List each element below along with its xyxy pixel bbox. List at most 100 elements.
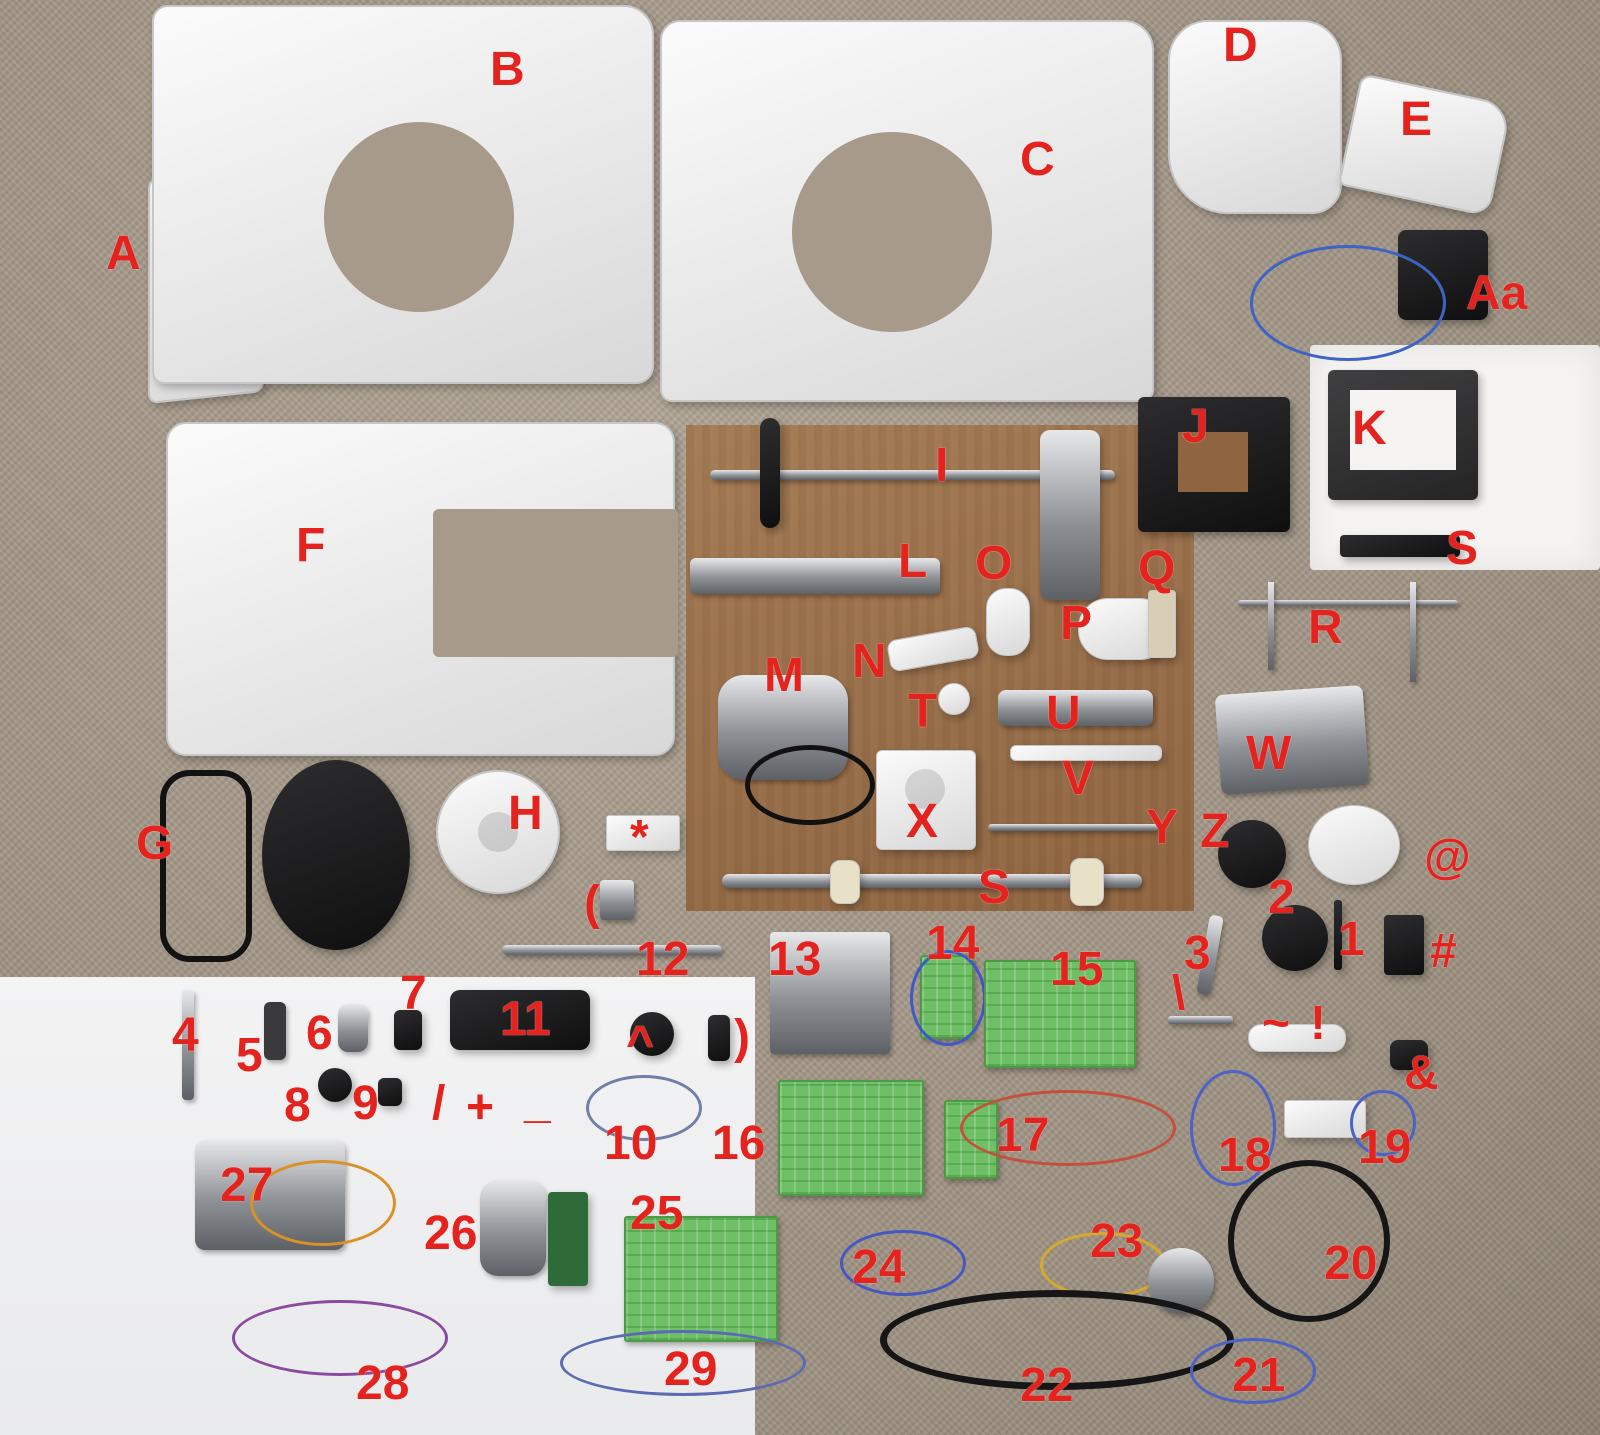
part-h-handwheel bbox=[436, 770, 560, 894]
label-k: K bbox=[1352, 402, 1387, 455]
label-15: 15 bbox=[1050, 943, 1104, 996]
part-17-wires bbox=[960, 1090, 1176, 1166]
part-paren-clip bbox=[600, 880, 634, 920]
part-aa-wires bbox=[1250, 245, 1446, 361]
part-k-bracket bbox=[1328, 370, 1478, 500]
part-w-assembly bbox=[1214, 684, 1370, 796]
part-19-wires bbox=[1350, 1090, 1416, 1156]
label-22: 22 bbox=[1020, 1359, 1074, 1412]
label-g: G bbox=[136, 817, 174, 870]
label-5: 5 bbox=[236, 1029, 263, 1082]
label-s-shaft: S bbox=[978, 861, 1011, 914]
label-y: Y bbox=[1146, 801, 1179, 854]
label-4: 4 bbox=[172, 1009, 199, 1062]
label-11: 11 bbox=[500, 993, 551, 1046]
part-hash-block bbox=[1384, 915, 1424, 975]
label-a: A bbox=[106, 227, 141, 280]
label-p: P bbox=[1060, 597, 1093, 650]
label-e: E bbox=[1400, 93, 1433, 146]
label-s-top: S bbox=[1446, 522, 1479, 575]
part-9-screw bbox=[378, 1078, 402, 1106]
label-at: @ bbox=[1424, 831, 1471, 884]
label-w: W bbox=[1246, 727, 1292, 780]
part-15-board bbox=[984, 960, 1136, 1068]
label-aa: Aa bbox=[1466, 267, 1528, 320]
part-z-knob bbox=[1218, 820, 1286, 888]
part-l-bar bbox=[690, 558, 940, 594]
label-hash: # bbox=[1430, 925, 1457, 978]
part-q-lever bbox=[1148, 590, 1176, 658]
label-i: I bbox=[935, 439, 949, 492]
label-24: 24 bbox=[852, 1241, 906, 1294]
part-16-board bbox=[778, 1080, 924, 1196]
part-18-wires bbox=[1190, 1070, 1276, 1186]
part-backslash-bar bbox=[1168, 1016, 1233, 1024]
label-26: 26 bbox=[424, 1207, 478, 1260]
label-10: 10 bbox=[604, 1117, 658, 1170]
part-i-upper-shaft bbox=[710, 470, 1115, 480]
part-i-gear bbox=[760, 418, 780, 528]
part-c-housing bbox=[660, 20, 1154, 402]
part-j-frame bbox=[1138, 397, 1290, 532]
part-s-gear bbox=[830, 860, 860, 904]
label-20: 20 bbox=[1324, 1237, 1378, 1290]
part-caret-roller bbox=[630, 1012, 674, 1056]
label-23: 23 bbox=[1090, 1215, 1144, 1268]
part-20-belt bbox=[1228, 1160, 1390, 1322]
part-25-board bbox=[624, 1216, 778, 1342]
part-u-rods bbox=[998, 690, 1153, 726]
part-28-harness bbox=[232, 1300, 448, 1376]
part-g-cord bbox=[160, 770, 252, 962]
label-18: 18 bbox=[1218, 1129, 1272, 1182]
label-17: 17 bbox=[996, 1109, 1050, 1162]
label-q: Q bbox=[1138, 542, 1176, 595]
part-f-base-tray bbox=[166, 422, 678, 756]
part-x-bracket bbox=[876, 750, 976, 850]
part-8-wing bbox=[318, 1068, 352, 1102]
part-o-washers bbox=[986, 588, 1030, 656]
label-13: 13 bbox=[768, 933, 822, 986]
label-25: 25 bbox=[630, 1187, 684, 1240]
part-12-rod bbox=[502, 945, 722, 955]
label-19: 19 bbox=[1358, 1121, 1412, 1174]
part-s-gear-2 bbox=[1070, 858, 1104, 906]
label-b: B bbox=[490, 43, 525, 96]
label-x: X bbox=[906, 795, 939, 848]
label-z: Z bbox=[1200, 805, 1230, 858]
part-paren-close-hook bbox=[708, 1015, 730, 1061]
label-r: R bbox=[1308, 601, 1343, 654]
part-r-leg-left bbox=[1268, 582, 1274, 670]
part-v-rod bbox=[1010, 745, 1162, 761]
label-star: * bbox=[630, 811, 649, 864]
part-i-crank bbox=[1040, 430, 1100, 600]
part-27-wires bbox=[250, 1160, 396, 1246]
label-tilde: ~ bbox=[1262, 997, 1291, 1050]
label-8: 8 bbox=[284, 1079, 311, 1132]
label-2: 2 bbox=[1268, 871, 1295, 924]
label-d: D bbox=[1223, 19, 1258, 72]
label-28: 28 bbox=[356, 1357, 410, 1410]
part-1-pin bbox=[1334, 900, 1342, 970]
part-26-hook-assembly bbox=[480, 1180, 546, 1276]
label-paren-close: ) bbox=[734, 1011, 750, 1064]
label-plus: + bbox=[466, 1081, 495, 1134]
part-10-wires bbox=[586, 1075, 702, 1141]
label-7: 7 bbox=[400, 967, 427, 1020]
label-n: N bbox=[852, 635, 887, 688]
label-slash: / bbox=[432, 1077, 446, 1130]
part-at-wheel bbox=[1308, 805, 1400, 885]
label-m: M bbox=[764, 649, 804, 702]
label-1: 1 bbox=[1338, 913, 1365, 966]
part-11-bracket bbox=[450, 990, 590, 1050]
label-14: 14 bbox=[926, 917, 980, 970]
label-u: U bbox=[1046, 687, 1081, 740]
label-21: 21 bbox=[1232, 1349, 1286, 1402]
label-bang: ! bbox=[1310, 997, 1326, 1050]
part-21-wires bbox=[1190, 1338, 1316, 1404]
label-paren-open: ( bbox=[584, 877, 600, 930]
label-caret: ^ bbox=[626, 1017, 655, 1070]
part-r-wire-frame bbox=[1238, 600, 1458, 606]
label-6: 6 bbox=[306, 1007, 333, 1060]
label-c: C bbox=[1020, 133, 1055, 186]
label-h: H bbox=[508, 787, 543, 840]
